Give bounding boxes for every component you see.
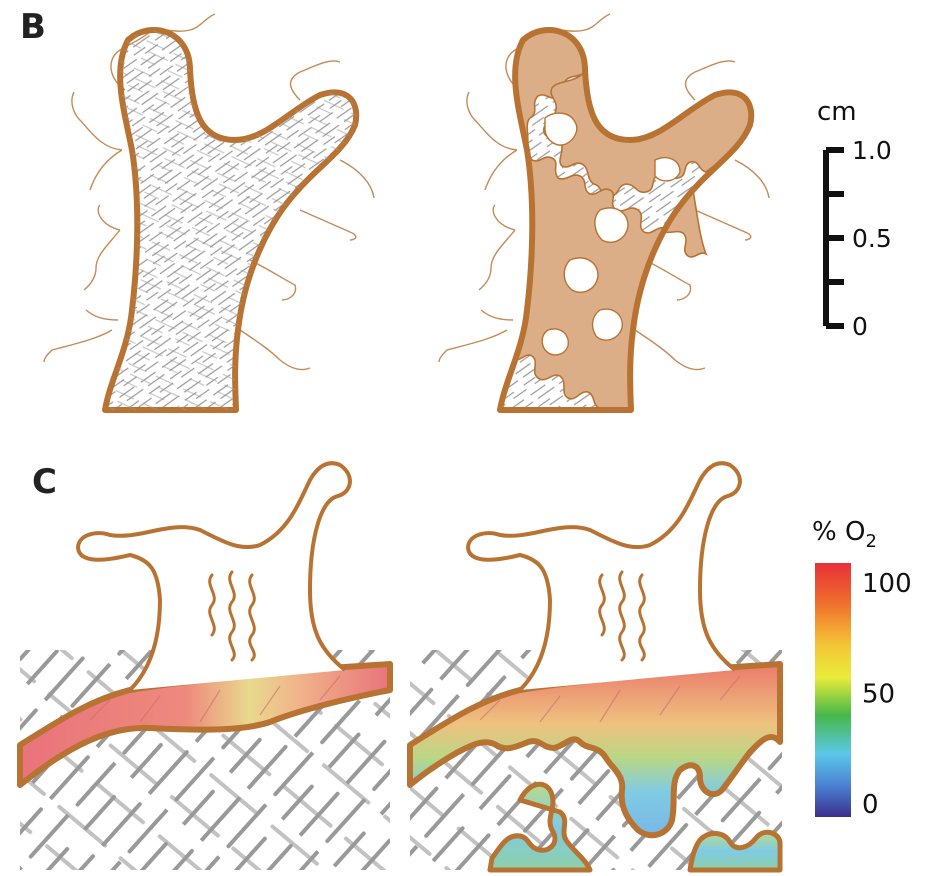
color-bar-labels: 100 50 0 [862,569,912,820]
panel-b-left-structure [43,13,375,413]
right-y-outline [497,27,755,413]
color-bar-label: 50 [862,680,895,710]
oxygen-pocket-1 [487,781,593,873]
surface-cell-left [76,461,352,692]
scale-bar: cm 1.0 0.5 0 [817,97,892,341]
oxygen-color-bar: % O2 100 50 0 [812,517,912,820]
surface-layer-left [17,661,393,788]
oxygen-pocket-2 [687,829,783,873]
scale-bar-tick-label: 0.5 [852,224,892,253]
scale-bar-unit: cm [817,97,857,127]
surface-cell-right [466,461,742,692]
panel-c-right [407,461,783,873]
hair-projections-left [43,13,375,371]
scale-bar-tick-label: 1.0 [852,136,892,165]
left-y-tissue-fibers [105,30,357,410]
panel-c-left [17,461,393,870]
surface-layer-hatching-right [479,675,741,723]
heat-waves-left [208,570,256,662]
scale-bar-tick-label: 0 [852,312,868,341]
color-bar-label: 100 [862,569,912,599]
panel-b-letter: B [20,7,46,47]
surface-layer-hatching-left [89,675,341,723]
heat-waves-right [598,570,646,662]
scale-bar-ticks: 1.0 0.5 0 [826,136,892,341]
panel-b-right-structure [438,13,770,413]
color-bar-gradient [815,563,851,817]
color-bar-label: 0 [862,790,879,820]
infiltration-gaps [541,112,681,356]
panel-c-letter: C [32,462,57,502]
color-bar-title: % O2 [812,517,877,552]
